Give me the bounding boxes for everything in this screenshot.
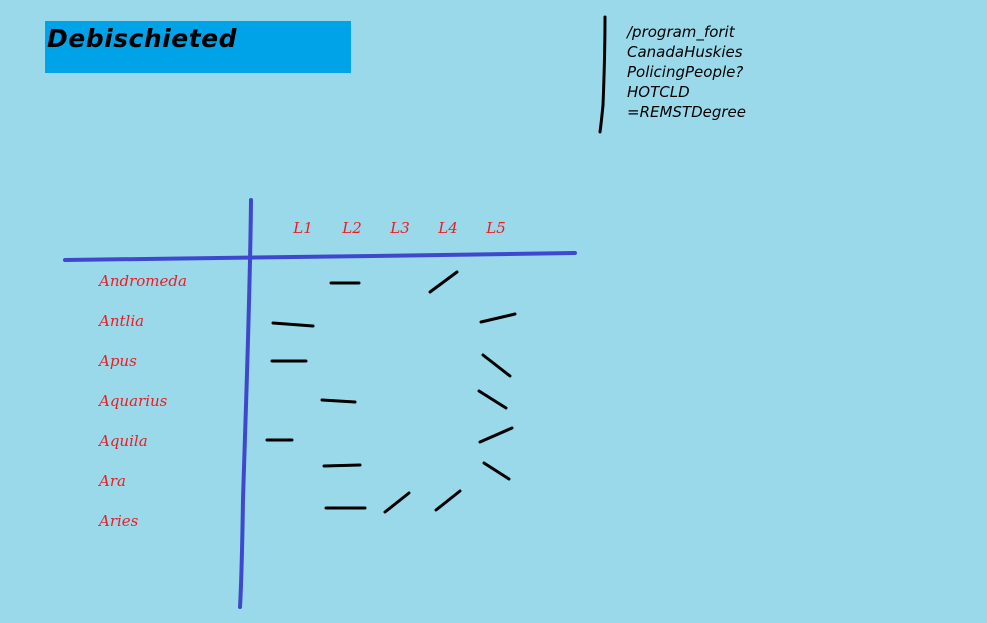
dash-mark [477, 389, 508, 410]
note-line: CanadaHuskies [627, 43, 743, 61]
row-label-andromeda: Andromeda [99, 272, 187, 290]
title: Debischieted [47, 24, 237, 53]
column-label-l3: L3 [390, 219, 410, 237]
note-line: HOTCLD [627, 83, 690, 101]
horizontal-grid-line [63, 251, 577, 262]
dash-mark [383, 491, 411, 514]
dash-mark [322, 463, 362, 468]
row-label-ara: Ara [99, 472, 126, 490]
dash-mark [482, 461, 511, 481]
dash-mark [479, 312, 517, 324]
row-label-antlia: Antlia [99, 312, 145, 330]
column-label-l1: L1 [293, 219, 313, 237]
dash-mark [434, 489, 462, 512]
dash-mark [271, 321, 315, 328]
dash-mark [478, 426, 514, 444]
row-label-aries: Aries [99, 512, 139, 530]
title-box: Debischieted [45, 21, 351, 73]
note-line: =REMSTDegree [627, 103, 747, 121]
dash-mark [481, 353, 512, 378]
column-label-l5: L5 [486, 219, 506, 237]
row-label-apus: Apus [99, 352, 137, 370]
row-label-aquila: Aquila [99, 432, 148, 450]
note-line: PolicingPeople? [627, 63, 744, 81]
column-label-l2: L2 [342, 219, 362, 237]
column-label-l4: L4 [438, 219, 458, 237]
dash-mark [320, 398, 357, 404]
dash-mark [428, 270, 459, 294]
row-label-aquarius: Aquarius [99, 392, 168, 410]
note-line: /program_forit [627, 23, 735, 41]
note-list: /program_forit CanadaHuskies PolicingPeo… [627, 22, 746, 122]
vertical-grid-line [238, 198, 253, 609]
